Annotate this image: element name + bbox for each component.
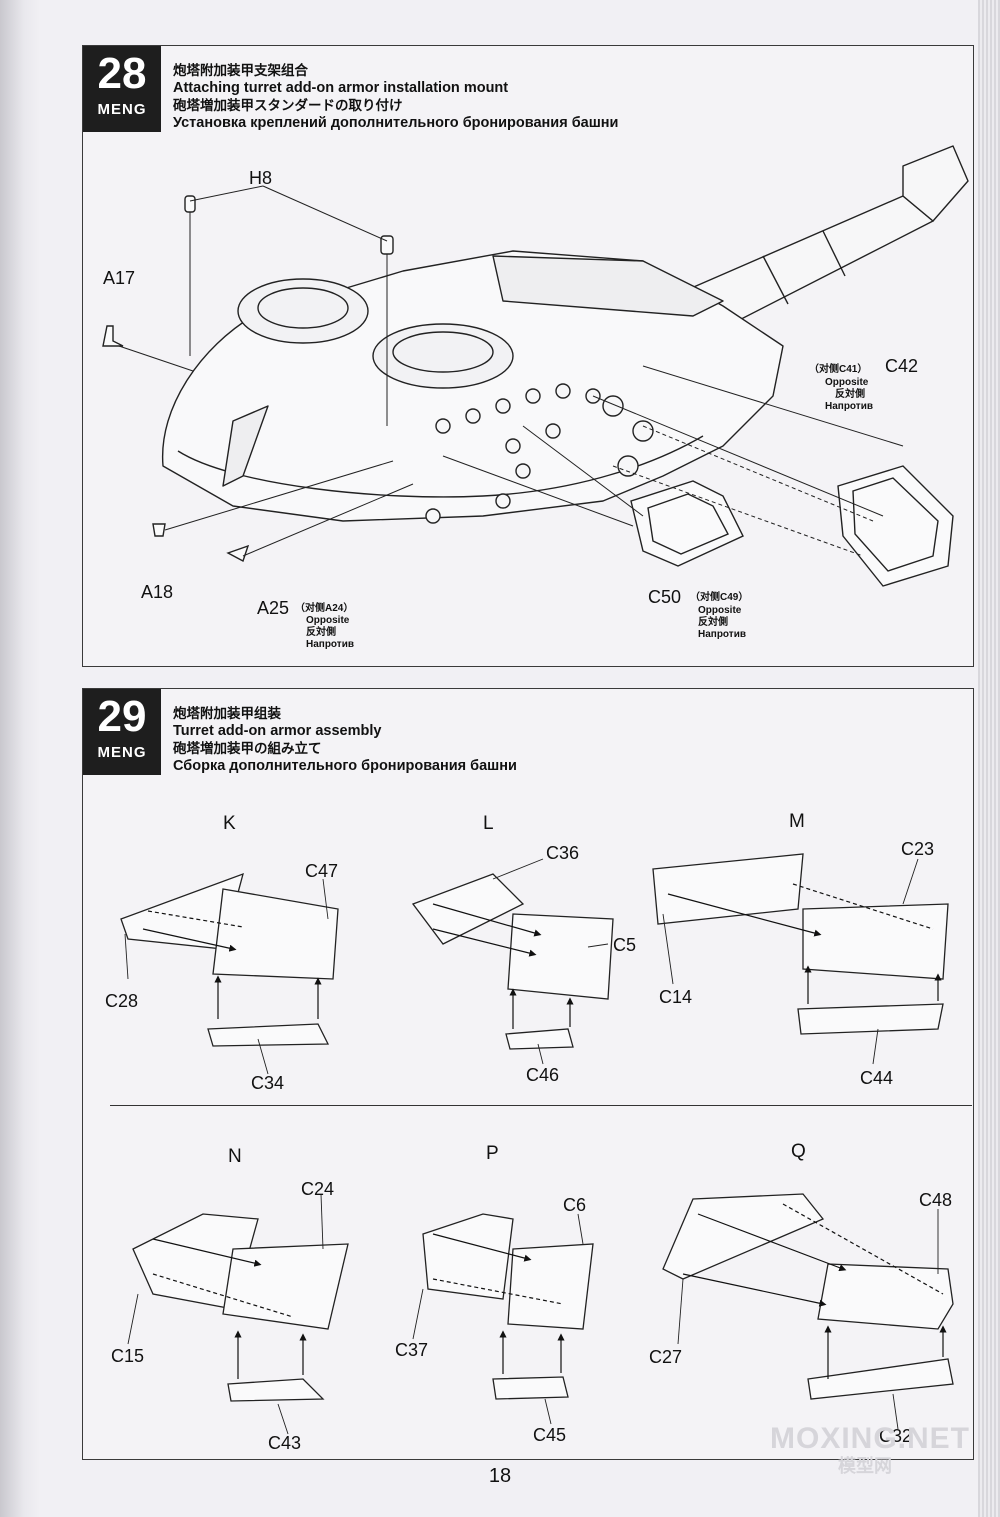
subassembly-row-divider <box>110 1105 972 1106</box>
page-binding-shadow <box>0 0 40 1517</box>
step-29-brand-logo: MENG <box>97 744 147 761</box>
label-subassembly-l: L <box>483 813 494 834</box>
label-subassembly-p: P <box>486 1143 499 1164</box>
page-edge <box>978 0 1000 1517</box>
step-28-title-en: Attaching turret add-on armor installati… <box>173 79 509 96</box>
label-p-c37: C37 <box>395 1340 428 1360</box>
step-29-title-zh: 炮塔附加装甲组装 <box>173 706 281 721</box>
part-c42-frame <box>837 465 954 587</box>
turret-mount-bosses <box>425 383 654 524</box>
label-n-c43: C43 <box>268 1433 301 1453</box>
step-29-title-ru: Сборка дополнительного бронирования башн… <box>173 757 517 774</box>
part-a17 <box>102 325 124 347</box>
label-a25: A25 <box>257 598 289 618</box>
part-a18 <box>152 523 166 537</box>
subassembly-l <box>411 873 614 1050</box>
site-watermark: MOXING.NET 模型网 <box>770 1422 971 1478</box>
step-28-number: 28 <box>97 49 147 98</box>
label-h8: H8 <box>249 168 272 188</box>
step-29-titles: 炮塔附加装甲组装 Turret add-on armor assembly 砲塔… <box>173 705 517 775</box>
label-c50: C50 <box>648 587 681 607</box>
label-n-c15: C15 <box>111 1346 144 1366</box>
step-29-badge: 29 MENG <box>83 689 161 775</box>
label-m-c44: C44 <box>860 1068 893 1088</box>
step-28-title-ru: Установка креплений дополнительного брон… <box>173 114 619 131</box>
label-l-c46: C46 <box>526 1065 559 1085</box>
commander-hatch-drawing <box>237 278 369 344</box>
turret-assembly-diagram: H8 A17 A18 A25 （对侧A24） Opposite 反対側 Напр… <box>102 145 969 650</box>
label-k-c28: C28 <box>105 991 138 1011</box>
step-29-panel: 29 MENG 炮塔附加装甲组装 Turret add-on armor ass… <box>82 688 974 1460</box>
watermark-main: MOXING.NET <box>770 1422 971 1455</box>
part-h8-a <box>184 195 196 213</box>
label-subassembly-q: Q <box>791 1141 806 1162</box>
step-28-title-ja: 砲塔増加装甲スタンダードの取り付け <box>173 98 403 113</box>
part-a25 <box>226 544 250 563</box>
label-c42-opposite-en: Opposite <box>825 377 869 388</box>
label-k-c47: C47 <box>305 861 338 881</box>
step-28-title-zh: 炮塔附加装甲支架组合 <box>173 63 308 78</box>
label-q-c27: C27 <box>649 1347 682 1367</box>
label-l-c5: C5 <box>613 935 636 955</box>
step-28-titles: 炮塔附加装甲支架组合 Attaching turret add-on armor… <box>173 62 618 132</box>
label-subassembly-n: N <box>228 1146 242 1167</box>
label-a18: A18 <box>141 582 173 602</box>
subassembly-p <box>422 1213 594 1400</box>
part-leader-lines <box>124 858 939 1435</box>
label-p-c6: C6 <box>563 1195 586 1215</box>
step-28-panel: 28 MENG 炮塔附加装甲支架组合 Attaching turret add-… <box>82 45 974 667</box>
leader-lines <box>118 185 904 557</box>
loader-hatch-drawing <box>372 323 514 389</box>
label-m-c23: C23 <box>901 839 934 859</box>
label-a25-note: （对侧A24） <box>295 601 353 614</box>
watermark-sub: 模型网 <box>838 1456 892 1476</box>
label-q-c48: C48 <box>919 1190 952 1210</box>
label-subassembly-m: M <box>789 811 805 832</box>
label-c42-note: （对侧C41） <box>809 362 867 375</box>
step-29-number: 29 <box>97 692 147 741</box>
subassembly-m <box>652 853 949 1035</box>
label-p-c45: C45 <box>533 1425 566 1445</box>
subassembly-k <box>120 872 339 1047</box>
label-c42: C42 <box>885 356 918 376</box>
label-l-c36: C36 <box>546 843 579 863</box>
label-c50-opposite-ja: 反対側 <box>698 615 728 628</box>
label-a17: A17 <box>103 268 135 288</box>
step-28-badge: 28 MENG <box>83 46 161 132</box>
step-29-title-ja: 砲塔増加装甲の組み立て <box>173 741 322 756</box>
label-c50-note: （对侧C49） <box>690 590 748 603</box>
label-q-c32: C32 <box>879 1426 912 1446</box>
label-c50-opposite-ru: Напротив <box>698 629 746 640</box>
label-k-c34: C34 <box>251 1073 284 1093</box>
subassembly-q <box>662 1193 954 1400</box>
label-c42-opposite-ru: Напротив <box>825 401 873 412</box>
step-28-brand-logo: MENG <box>97 101 147 118</box>
label-c50-opposite-en: Opposite <box>698 605 742 616</box>
armor-subassembly-diagrams: K C47 C28 C34 L C36 C5 C46 M C23 C14 C44… <box>105 811 954 1453</box>
dashed-guides <box>612 425 874 557</box>
label-a25-opposite-en: Opposite <box>306 615 350 626</box>
subassembly-n <box>132 1213 349 1402</box>
label-subassembly-k: K <box>223 813 236 834</box>
label-n-c24: C24 <box>301 1179 334 1199</box>
label-c42-opposite-ja: 反対側 <box>835 387 865 400</box>
step-29-title-en: Turret add-on armor assembly <box>173 722 382 739</box>
page-number: 18 <box>488 1465 512 1487</box>
label-m-c14: C14 <box>659 987 692 1007</box>
label-a25-opposite-ja: 反対側 <box>306 625 336 638</box>
label-a25-opposite-ru: Напротив <box>306 639 354 650</box>
